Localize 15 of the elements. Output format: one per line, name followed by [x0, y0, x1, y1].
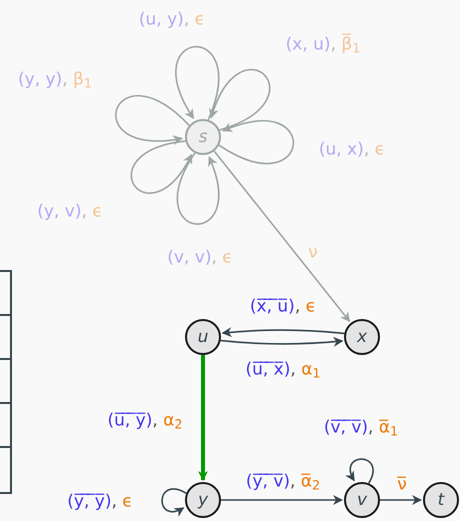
arrow [221, 495, 343, 505]
arrow [214, 150, 350, 322]
self-loop-arrow [177, 152, 220, 225]
self-loop-arrow [115, 95, 190, 144]
arrow [380, 495, 422, 505]
edge-label: (y, y), β$_{1}$ [16, 72, 94, 88]
arrow [220, 336, 344, 347]
arrow [198, 355, 208, 481]
self-loop-arrow [176, 46, 220, 120]
self-loop-arrow [161, 488, 187, 516]
self-loop-arrow [218, 120, 294, 164]
self-loop-arrow [210, 68, 270, 131]
self-loop-arrow [130, 140, 192, 194]
self-loop-arrow [346, 458, 374, 484]
arrow [222, 327, 344, 338]
